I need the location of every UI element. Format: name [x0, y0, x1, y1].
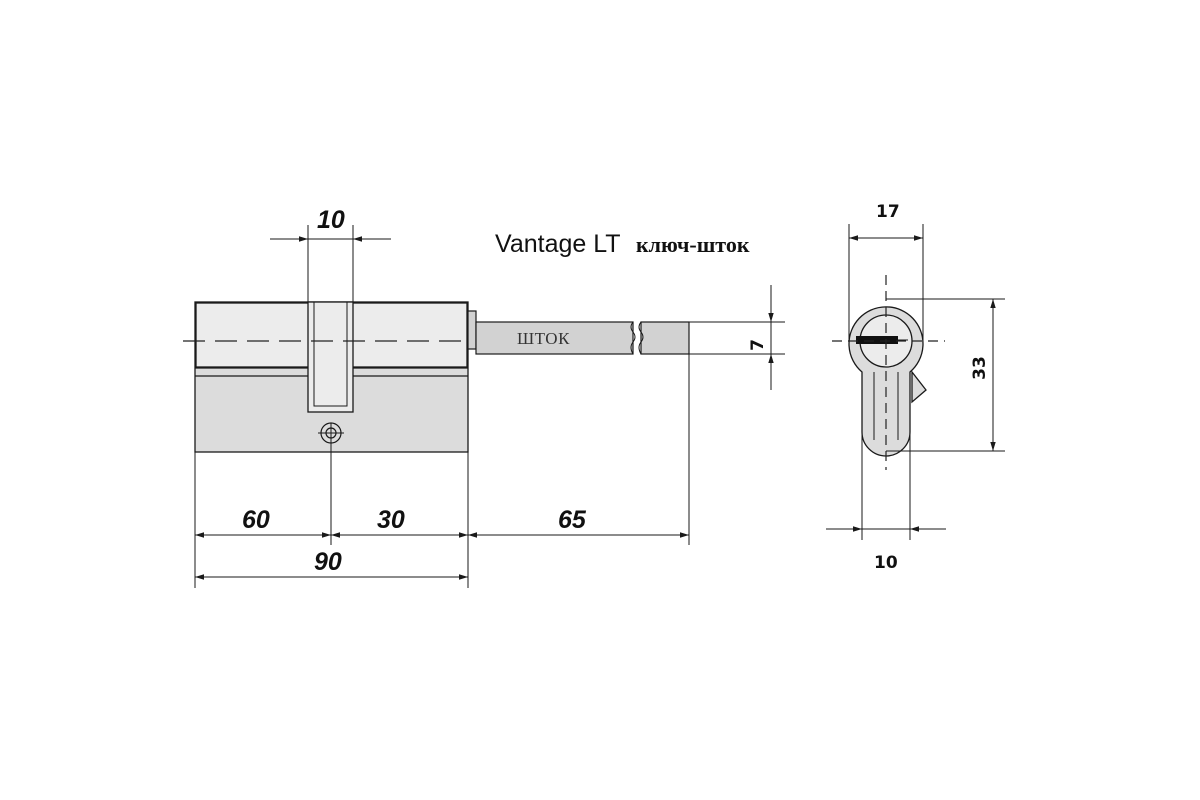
title-type: ключ-шток: [636, 232, 750, 257]
svg-text:90: 90: [314, 548, 342, 576]
dimension-slot-width: 10: [270, 206, 391, 302]
svg-text:30: 30: [377, 506, 405, 534]
keyway: [856, 336, 898, 344]
cylinder-front-view: ШТОК: [183, 301, 690, 453]
dimension-side-width: 17: [848, 202, 924, 341]
dimension-rod-length: 65: [468, 506, 689, 538]
cylinder-side-view: [832, 275, 945, 470]
cam-slot: [307, 301, 354, 413]
dimension-side-height: 33: [886, 298, 1005, 452]
cam: [911, 370, 927, 404]
title-brand: Vantage LT: [495, 230, 621, 258]
rod-shaft: ШТОК: [475, 321, 690, 355]
dimension-total-body: 90: [195, 548, 468, 580]
svg-text:65: 65: [558, 506, 587, 534]
dimension-left-section: 60: [195, 506, 331, 538]
svg-text:33: 33: [970, 356, 990, 380]
dimension-rod-thickness: 7: [689, 285, 785, 390]
dimension-side-bottom-width: 10: [826, 432, 946, 573]
svg-text:10: 10: [317, 206, 345, 234]
svg-text:17: 17: [876, 202, 900, 222]
svg-text:7: 7: [748, 339, 768, 351]
svg-text:60: 60: [242, 506, 270, 534]
dimension-right-section: 30: [331, 506, 468, 538]
rod-label: ШТОК: [517, 329, 570, 348]
svg-text:10: 10: [874, 553, 898, 573]
